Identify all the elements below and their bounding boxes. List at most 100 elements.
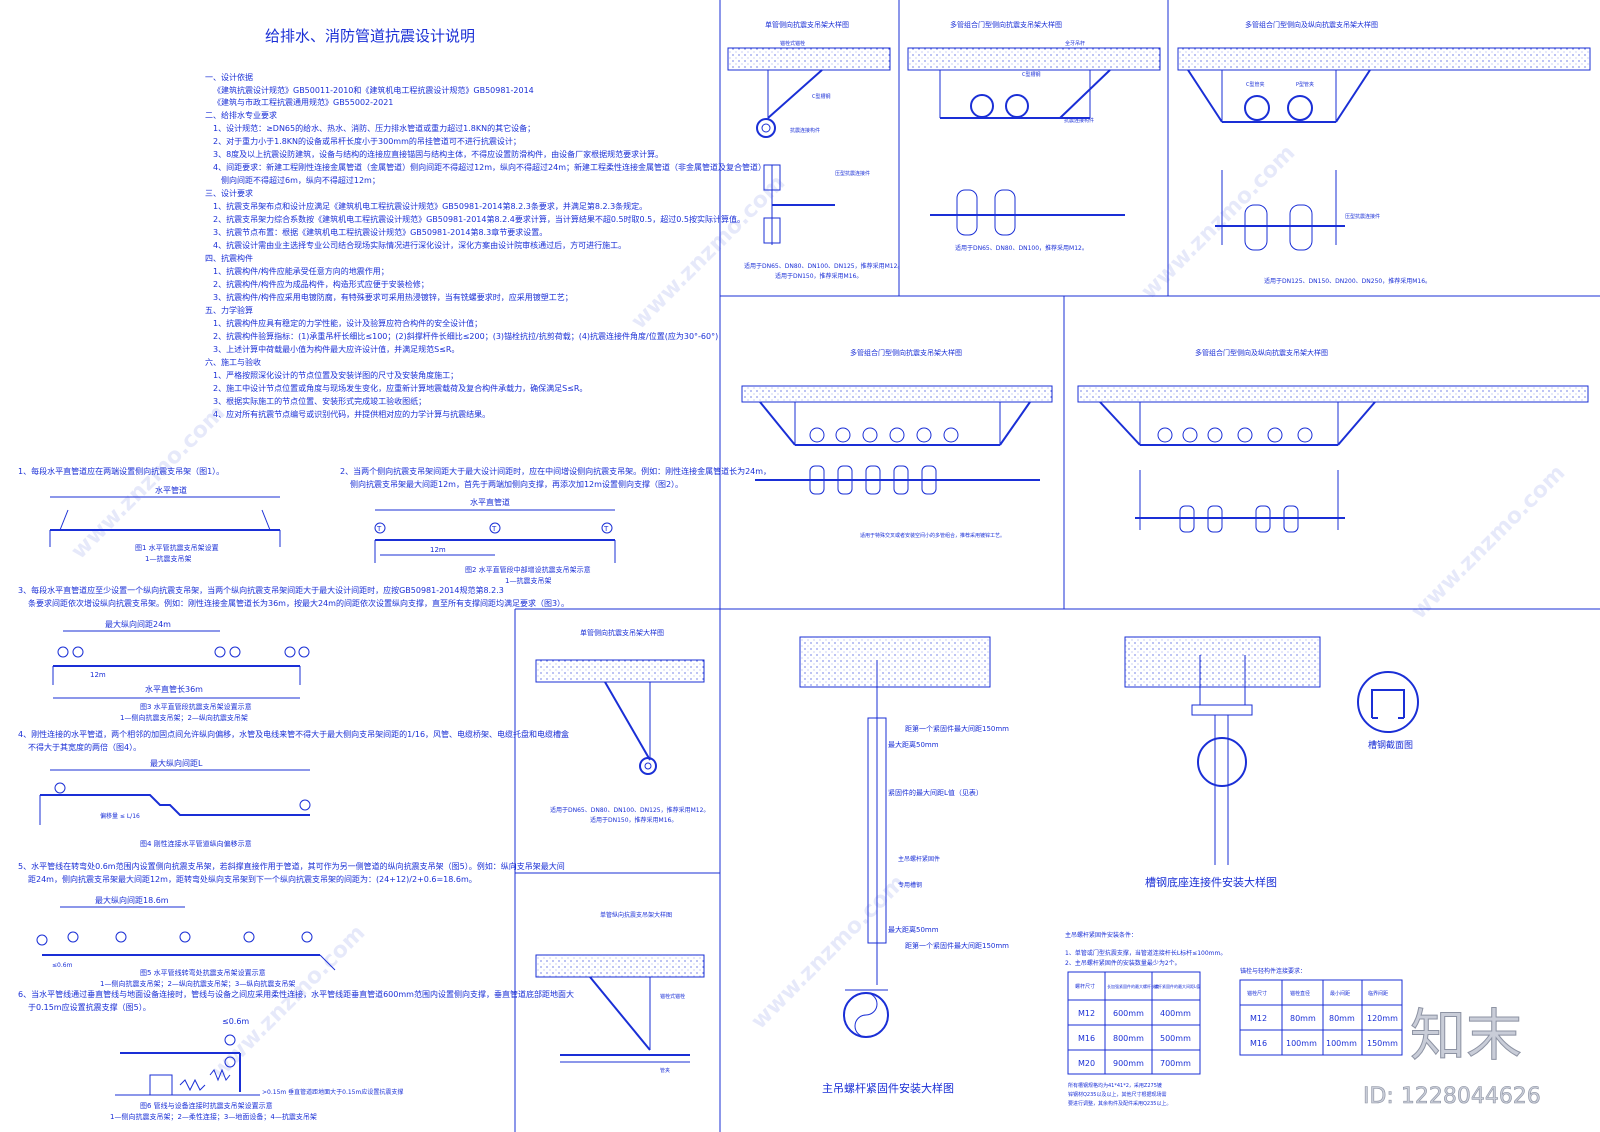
channel-section-icon [1357, 671, 1419, 733]
spec-s3-l1: 1、抗震支吊架布点和设计应满足《建筑机电工程抗震设计规范》GB50981-201… [213, 201, 647, 211]
d7-title: 单管纵向抗震支吊架大样图 [600, 911, 672, 919]
rod-label-4: 主吊螺杆紧固件 [898, 855, 940, 863]
figure-4: 最大纵向间距L 偏移量 ≤ L/16 图4 刚性连接水平管道纵向偏移示意 [39, 758, 311, 848]
rod-label-2: 最大距离50mm [888, 740, 939, 749]
detail-3: 多管组合门型侧向及纵向抗震支吊架大样图 C型管夹 P型管夹 压型抗震连接件 适用… [1177, 20, 1591, 285]
fig4-caption: 图4 刚性连接水平管道纵向偏移示意 [140, 839, 252, 848]
detail-5: 多管组合门型侧向及纵向抗震支吊架大样图 [1077, 348, 1589, 533]
spec-s4-l3: 3、抗震构件/构件应采用电镀防腐，有特殊要求可采用热浸镀锌，当有铣螺要求时，应采… [213, 292, 573, 302]
fig2-pipe-label: 水平直管道 [470, 497, 510, 507]
watermark-1: www.znzmo.com [67, 400, 231, 564]
spec-s5-head: 五、力学验算 [205, 305, 253, 315]
spec-s6-l2: 2、施工中设计节点位置或角度与现场发生变化，应重新计算地震载荷及复合构件承载力，… [213, 383, 587, 393]
d6-note-2: 适用于DN150，推荐采用M16。 [590, 816, 677, 824]
d1-label-3: 抗震连接构件 [790, 127, 820, 134]
spec-s2-l3: 3、8度及以上抗震设防建筑，设备与结构的连接应直接锚固与结构主体，不得应设置防滑… [213, 149, 663, 159]
fig6-caption: 图6 管线与设备连接时抗震支吊架设置示意 [140, 1101, 273, 1110]
fig2-caption: 图2 水平直管段中部增设抗震支吊架示意 [465, 565, 591, 574]
table2-cell-0-2: 80mm [1329, 1014, 1355, 1023]
table-1: 主吊螺杆紧固件安装条件： 1、单管或门型抗震支撑，当管道连接杆长L标杆≤100m… [1065, 931, 1226, 1107]
spec-s3-l2: 2、抗震支吊架力综合系数按《建筑机电工程抗震设计规范》GB50981-2014第… [213, 214, 745, 224]
fig6-low-label: >0.15m 垂直管道距地面大于0.15m应设置抗震支撑 [262, 1088, 403, 1096]
watermark-6: www.znzmo.com [1407, 460, 1571, 624]
detail-4: 多管组合门型侧向抗震支吊架大样图 适用于特殊交叉或者安装空间小的多管组合，推荐采… [741, 348, 1053, 539]
table1-note-2: 2、主吊螺杆紧固件的安装数量最少为2个。 [1065, 959, 1181, 967]
d1-note-2: 适用于DN150，推荐采用M16。 [775, 272, 862, 280]
table2-header-1: 锚栓直径 [1290, 990, 1310, 997]
d3-label-1: C型管夹 [1246, 81, 1265, 88]
table2-header-3: 临界间距 [1368, 990, 1388, 997]
table1-cell-2-2: 700mm [1160, 1059, 1191, 1068]
table1-note-1: 1、单管或门型抗震支撑，当管道连接杆长L标杆≤100mm。 [1065, 949, 1226, 957]
table1-cell-2-1: 900mm [1113, 1059, 1144, 1068]
d3-label-2: P型管夹 [1296, 81, 1314, 88]
rod-label-5: 专用槽钢 [898, 881, 922, 889]
brand-logo-text: 知末 [1410, 1004, 1522, 1069]
spec-s3-head: 三、设计要求 [205, 188, 253, 198]
spec-text: 一、设计依据 《建筑抗震设计规范》GB50011-2010和《建筑机电工程抗震设… [205, 72, 766, 419]
channel-section-label: 槽钢截面图 [1368, 739, 1413, 751]
table2-header-2: 最小间距 [1330, 990, 1350, 997]
table1-cell-1-0: M16 [1078, 1034, 1095, 1043]
spec-s5-l3: 3、上述计算中荷载最小值为构件最大应许设计值，并满足规范S≤R。 [213, 344, 459, 354]
table1-foot-3: 要进行调整，其余构件及配件采用Q235以上。 [1068, 1100, 1171, 1107]
rod-label-1: 距第一个紧固件最大间距150mm [905, 724, 1009, 733]
fig5-caption: 图5 水平管线转弯处抗震支吊架设置示意 [140, 968, 266, 977]
table1-foot-1: 所有槽钢规格均为41*41*2，采用Z275镀 [1068, 1082, 1162, 1089]
spec-s6-l3: 3、根据实际施工的节点位置、安装形式完成竣工验收图纸； [213, 396, 426, 406]
brand-id: ID: 1228044626 [1363, 1084, 1541, 1109]
detail-7: 单管纵向抗震支吊架大样图 锚栓式锚栓 管夹 [535, 911, 705, 1074]
d4-title: 多管组合门型侧向抗震支吊架大样图 [850, 348, 962, 357]
spec-s1-l1: 《建筑抗震设计规范》GB50011-2010和《建筑机电工程抗震设计规范》GB5… [213, 85, 534, 95]
fig2-dim: 12m [430, 546, 446, 554]
spec-s4-head: 四、抗震构件 [205, 253, 253, 263]
brand-logo: 知末 ID: 1228044626 [1363, 1004, 1541, 1110]
fig2-bubble-1: T [376, 525, 382, 533]
d1-label-4: 压型抗震连接件 [835, 170, 870, 177]
detail-1: 单管侧向抗震支吊架大样图 锚栓式锚栓 C型槽钢 抗震连接构件 压型抗震连接件 适… [727, 20, 903, 280]
table1-header-0: 螺杆尺寸 [1075, 983, 1095, 990]
table2-header-0: 锚栓尺寸 [1247, 990, 1267, 997]
fig3-dim: 12m [90, 671, 106, 679]
figure-2: 水平直管道 T T T 12m 图2 水平直管段中部增设抗震支吊架示意 1—抗震… [374, 497, 616, 585]
spec-s2-l4: 4、间距要求：新建工程刚性连接金属管道（金属管道）侧向间距不得超过12m，纵向不… [213, 162, 766, 172]
note-4b: 不得大于其宽度的两倍（图4）。 [28, 742, 141, 752]
table2-cell-1-2: 100mm [1326, 1039, 1357, 1048]
watermark-2: www.znzmo.com [627, 170, 791, 334]
table1-cell-2-0: M20 [1078, 1059, 1095, 1068]
panel-borders [514, 0, 1600, 1132]
spec-s5-l1: 1、抗震构件应具有稳定的力学性能，设计及验算应符合构件的安全设计值； [213, 318, 482, 328]
fig1-caption: 图1 水平管抗震支吊架设置 [135, 543, 219, 552]
spec-s2-l5: 侧向间距不得超过6m，纵向不得超过12m； [221, 175, 380, 185]
fig1-pipe-label: 水平管道 [155, 485, 187, 495]
d6-title: 单管侧向抗震支吊架大样图 [580, 628, 664, 637]
channel-base-detail: 槽钢截面图 槽钢底座连接件安装大样图 [1124, 636, 1419, 889]
watermark-4: www.znzmo.com [747, 870, 911, 1034]
spec-s6-head: 六、施工与验收 [205, 357, 261, 367]
d7-label-1: 锚栓式锚栓 [660, 993, 685, 1000]
spec-s1-head: 一、设计依据 [205, 72, 253, 82]
note-4a: 4、刚性连接的水平管道，两个相邻的加固点间允许纵向偏移，水管及电线来管不得大于最… [18, 729, 569, 739]
d2-title: 多管组合门型侧向抗震支吊架大样图 [950, 20, 1062, 29]
detail-2: 多管组合门型侧向抗震支吊架大样图 全牙吊杆 C型槽钢 抗震连接构件 适用于DN6… [907, 20, 1161, 252]
figure-1: 水平管道 图1 水平管抗震支吊架设置 1—抗震支吊架 [49, 485, 281, 563]
spec-s2-head: 二、给排水专业要求 [205, 110, 277, 120]
spec-s6-l1: 1、严格按照深化设计的节点位置及安装详图的尺寸及安装角度施工； [213, 370, 458, 380]
d3-title: 多管组合门型侧向及纵向抗震支吊架大样图 [1245, 20, 1378, 29]
fig2-bubble-2: T [491, 525, 497, 533]
note-1: 1、每段水平直管道应在两端设置侧向抗震支吊架（图1）。 [18, 466, 224, 476]
note-6a: 6、当水平管线通过垂直管线与地面设备连接时，管线与设备之间应采用柔性连接，水平管… [18, 989, 574, 999]
channel-caption: 槽钢底座连接件安装大样图 [1145, 875, 1277, 889]
spec-s1-l2: 《建筑与市政工程抗震通用规范》GB55002-2021 [213, 97, 393, 107]
fig3-top-label: 最大纵向间距24m [105, 619, 171, 629]
fig6-legend: 1—侧向抗震支吊架；2—柔性连接；3—地面设备；4—抗震支吊架 [110, 1112, 317, 1121]
table2-title: 锚栓与轻构件连接要求： [1240, 967, 1306, 975]
note-5b: 距24m，侧向抗震支吊架最大间距12m，距转弯处纵向支吊架到下一个纵向抗震支吊架… [28, 874, 477, 884]
d4-note: 适用于特殊交叉或者安装空间小的多管组合，推荐采用镀锌工艺。 [860, 532, 1005, 539]
note-3b: 条要求间距依次增设纵向抗震支吊架。例如：刚性连接金属管道长为36m，按最大24m… [28, 598, 569, 608]
fig3-legend: 1—侧向抗震支吊架；2—纵向抗震支吊架 [120, 713, 248, 722]
d5-title: 多管组合门型侧向及纵向抗震支吊架大样图 [1195, 348, 1328, 357]
spec-s3-l3: 3、抗震节点布置：根据《建筑机电工程抗震设计规范》GB50981-2014第8.… [213, 227, 547, 237]
d3-note: 适用于DN125、DN150、DN200、DN250，推荐采用M16。 [1264, 277, 1431, 285]
table2-cell-0-3: 120mm [1367, 1014, 1398, 1023]
